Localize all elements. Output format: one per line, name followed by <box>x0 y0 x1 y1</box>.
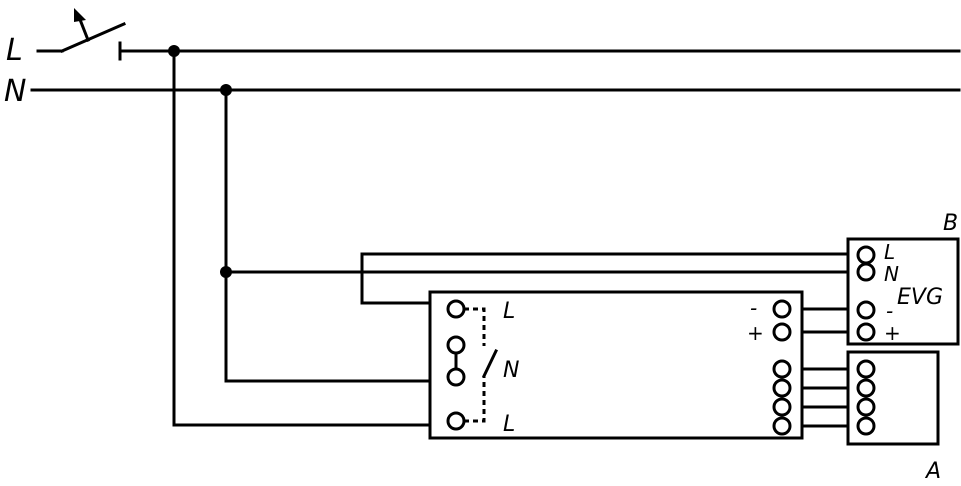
terminal-circle <box>772 378 792 398</box>
relay-contact-bottom <box>464 376 486 423</box>
terminal-circle <box>856 300 876 320</box>
ballast-label-minus: - <box>886 299 893 323</box>
ballast-name: EVG <box>897 285 943 310</box>
switch-module-box <box>428 290 804 440</box>
ballast-label-l: L <box>884 240 895 264</box>
module-label-plus: + <box>747 321 764 345</box>
terminal-circle <box>856 397 876 417</box>
supply-line-label: L <box>6 33 23 68</box>
terminal-circle <box>856 322 876 342</box>
terminal-circle <box>446 367 466 387</box>
switch-blade <box>60 22 126 53</box>
junction-dot <box>168 45 180 57</box>
switch-arrow-icon <box>74 8 86 22</box>
terminal-circle <box>856 359 876 379</box>
junction-dot <box>220 84 232 96</box>
module-label-top: L <box>503 299 515 324</box>
module-label-bottom: L <box>503 412 515 437</box>
module-label-mid: N <box>503 358 519 383</box>
terminal-circle <box>446 335 466 355</box>
junction-dot <box>220 266 232 278</box>
lamp-tag: A <box>924 459 941 484</box>
terminal-circle <box>856 262 876 282</box>
main-switch <box>36 8 126 61</box>
ballast-label-n: N <box>884 262 899 286</box>
terminal-circle <box>856 378 876 398</box>
relay-blade <box>481 348 499 379</box>
terminal-circle <box>446 299 466 319</box>
supply-neutral-label: N <box>4 74 26 109</box>
terminal-circle <box>772 322 792 342</box>
terminal-circle <box>772 397 792 417</box>
terminal-circle <box>772 299 792 319</box>
terminal-circle <box>772 416 792 436</box>
terminal-circle <box>772 359 792 379</box>
terminal-circle <box>446 411 466 431</box>
module-label-minus: - <box>750 296 757 320</box>
ballast-tag: B <box>943 211 958 236</box>
terminal-circle <box>856 245 876 265</box>
relay-contact-top <box>464 307 486 346</box>
terminal-circle <box>856 416 876 436</box>
ballast-label-plus: + <box>884 321 901 345</box>
